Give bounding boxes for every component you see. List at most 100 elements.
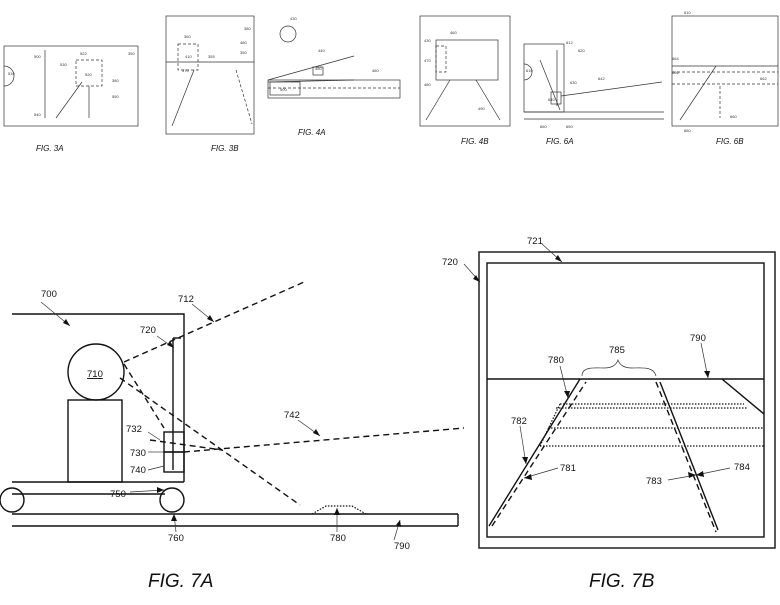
ref-label-780: 780: [548, 355, 564, 366]
arrowhead: [334, 508, 340, 515]
fig-3b-edge: [171, 69, 195, 127]
fig-6a-frame: [523, 43, 565, 113]
fig-3a-arc: [3, 65, 15, 87]
fig-4a-box: [269, 81, 301, 96]
fig-4a-ray-upper: [267, 55, 355, 81]
fig-3a-label: 500: [34, 54, 41, 59]
leader-732: [147, 431, 161, 441]
fig-6b-label: 610: [684, 10, 691, 15]
fig-7a: 700 712 720 710 732 730 740 742 750 760 …: [0, 281, 465, 592]
bump-band-left-side: [539, 403, 561, 447]
camera-ray-732: [149, 439, 223, 451]
sight-line-to-camera: [123, 363, 165, 429]
fig-6a-ray: [560, 81, 663, 97]
fig-4b-label: 470: [424, 58, 431, 63]
fig-4a-label: 450: [315, 66, 322, 71]
fig-3b-frame: [165, 15, 255, 135]
arrowhead: [313, 429, 320, 436]
display-outer-frame: [478, 251, 776, 549]
fig-3b-caption: FIG. 3B: [211, 144, 239, 153]
fig-6b-label: 660: [730, 114, 737, 119]
arrowhead: [207, 315, 214, 322]
fig-3a-label: 350: [128, 51, 135, 56]
ref-label-732: 732: [126, 424, 142, 435]
ref-label-720: 720: [442, 257, 458, 268]
fig-3b-label: 380: [244, 26, 251, 31]
fig-3a-label: 522: [80, 51, 87, 56]
arrowhead: [167, 341, 174, 348]
ref-label-781: 781: [560, 463, 576, 474]
fig-3b-label: 355: [208, 54, 215, 59]
fig-6a-label: 612: [566, 40, 573, 45]
rear-wheel: [0, 487, 25, 513]
fig-7b-caption: FIG. 7B: [589, 571, 655, 592]
fig-4a-sphere: [279, 25, 297, 43]
fig-6b: 610 664 666 662 660 660 FIG. 6B: [671, 10, 779, 146]
arrowhead: [473, 275, 480, 282]
arrowhead: [396, 520, 401, 527]
fig-4a-label: 430: [290, 16, 297, 21]
arrowhead: [704, 371, 710, 378]
fig-6b-label: 660: [684, 128, 691, 133]
fig-6a-label: 620: [578, 48, 585, 53]
fig-3b-label: 410: [185, 54, 192, 59]
ref-label-790: 790: [394, 541, 410, 552]
fig-6b-frame: [671, 15, 779, 127]
fig-6a-label: 660: [540, 124, 547, 129]
arrowhead: [688, 472, 696, 478]
ref-label-750: 750: [110, 489, 126, 500]
fig-3a-caption: FIG. 3A: [36, 144, 64, 153]
ref-label-780: 780: [330, 533, 346, 544]
fig-7a-caption: FIG. 7A: [148, 571, 213, 592]
fig-4b-edge-left: [425, 79, 451, 121]
arrowhead: [555, 255, 562, 262]
fig-3a-label: 530: [60, 62, 67, 67]
ref-label-740: 740: [130, 465, 146, 476]
fig-4a-label: 500: [280, 87, 287, 92]
fig-4a-caption: FIG. 4A: [298, 128, 326, 137]
processor-740: [163, 451, 185, 473]
fig-6a-arc: [523, 63, 533, 81]
road-edge-right: [721, 378, 765, 415]
fig-3a: 510 500 530 522 540 520 550 380 350 FIG.…: [3, 45, 139, 153]
fig-3a-label: 550: [112, 94, 119, 99]
ref-label-783: 783: [646, 476, 662, 487]
front-wheel: [159, 487, 185, 513]
ref-label-700: 700: [41, 289, 57, 300]
fig-6b-edge: [679, 65, 717, 121]
fig-6a-sensor: [550, 91, 562, 105]
fig-4b-edge-right: [475, 79, 501, 121]
fig-4b-label: 480: [424, 82, 431, 87]
fig-6a-label: 642: [598, 76, 605, 81]
fig-6a: 612 620 630 610 640 642 660 650 FIG. 6A: [523, 40, 664, 146]
vehicle-body-outline: [12, 313, 185, 482]
fig-4a-label: 440: [318, 48, 325, 53]
fig-3b-dashed-edge: [235, 69, 253, 125]
lane-marking-783: [655, 381, 717, 533]
fig-3b-dashed-box: [177, 43, 199, 71]
arrowhead: [63, 319, 70, 326]
fig-4a-small-box: [312, 66, 324, 76]
fig-6b-label: 664: [672, 56, 679, 61]
ref-label-710: 710: [87, 369, 103, 380]
fig-4b-frame: [419, 15, 511, 127]
fig-4b-label: 490: [478, 106, 485, 111]
fig-6a-label: 630: [570, 80, 577, 85]
fig-3a-frame: [3, 45, 139, 127]
road-edge-left: [488, 378, 581, 527]
ref-label-784: 784: [734, 462, 750, 473]
brace-785: [581, 358, 657, 377]
sight-line-712: [123, 281, 305, 363]
ref-label-782: 782: [511, 416, 527, 427]
ref-label-742: 742: [284, 410, 300, 421]
lane-marking-781: [491, 381, 587, 527]
ref-label-760: 760: [168, 533, 184, 544]
camera-ray-742: [183, 427, 465, 453]
ref-label-790: 790: [690, 333, 706, 344]
ref-label-785: 785: [609, 345, 625, 356]
lane-marking-784: [659, 381, 719, 531]
camera-730: [163, 431, 185, 453]
fig-3b-label: 370: [182, 68, 189, 73]
fig-7b: 720 721 785 790 780 782 781 783 784 FIG.…: [442, 236, 776, 592]
leader-740: [147, 465, 165, 471]
